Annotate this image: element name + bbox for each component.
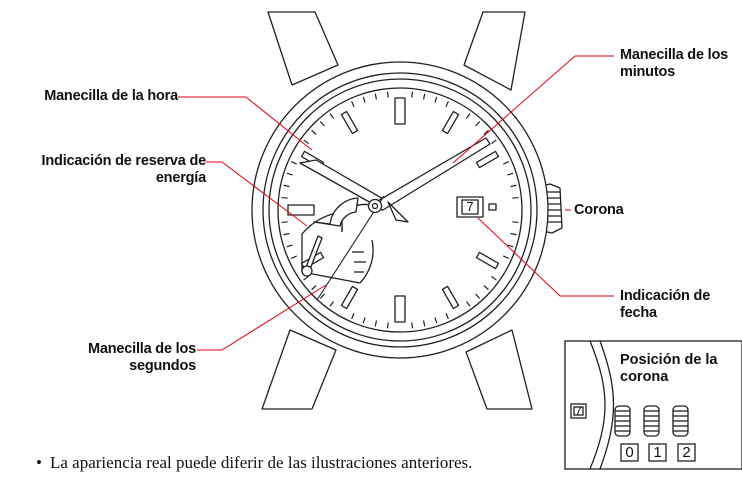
leader-hour-hand [178, 96, 313, 151]
minute-tick [510, 184, 517, 188]
label-date: Indicación de fecha [620, 288, 711, 321]
hour-index [441, 110, 460, 135]
label-minute-hand: Manecilla de los minutos [620, 47, 729, 80]
hour-index [287, 204, 315, 216]
minute-tick [374, 93, 378, 100]
minute-tick [510, 232, 517, 236]
minute-tick [283, 184, 290, 188]
note-text: La apariencia real puede diferir de las … [50, 453, 473, 472]
minute-tick [502, 161, 509, 165]
minute-tick [512, 196, 519, 199]
minute-tick [386, 91, 389, 98]
minute-tick [351, 312, 355, 319]
minute-tick [362, 96, 366, 103]
minute-tick [319, 121, 325, 127]
power-reserve-indicator [301, 197, 383, 284]
leader-second-hand [197, 284, 327, 351]
minute-tick [445, 312, 449, 319]
hour-index [394, 97, 406, 125]
minute-tick [422, 93, 426, 100]
minute-tick [491, 275, 497, 281]
leader-date [477, 217, 614, 297]
minute-tick [291, 161, 298, 165]
disclaimer-note: • La apariencia real puede diferir de la… [36, 452, 516, 491]
hour-index [475, 251, 500, 270]
label-second-hand: Manecilla de los segundos [87, 341, 196, 374]
top-left-lug [267, 11, 339, 86]
minute-tick [374, 320, 378, 327]
second-hand [316, 195, 385, 301]
minute-tick [362, 317, 366, 324]
dial [277, 87, 523, 333]
minute-tick [286, 172, 293, 176]
label-power-reserve: Indicación de reserva de energía [41, 153, 207, 186]
hour-index [441, 285, 460, 310]
minute-tick [283, 232, 290, 236]
label-hour-hand: Manecilla de la hora [44, 88, 178, 104]
minute-tick [483, 129, 489, 135]
dial-date-value: 7 [466, 199, 474, 214]
minute-tick [434, 317, 438, 324]
minute-tick [507, 172, 514, 176]
minute-tick [329, 113, 335, 119]
hour-index [340, 285, 359, 310]
minute-tick [281, 196, 288, 199]
minute-tick [483, 285, 489, 291]
minute-tick [512, 221, 519, 224]
minute-tick [329, 301, 335, 307]
minute-tick [386, 322, 389, 329]
minute-tick [311, 129, 317, 135]
inset-date-value: 7 [575, 404, 582, 418]
bullet: • [36, 453, 42, 472]
bottom-right-lug [465, 329, 533, 410]
minute-tick [303, 275, 309, 281]
crown-position-0: 0 [625, 444, 634, 461]
minute-tick [422, 320, 426, 327]
top-right-lug [463, 11, 526, 91]
minute-tick [507, 244, 514, 248]
crown-position-1: 1 [653, 444, 662, 461]
minute-tick [475, 121, 481, 127]
minute-tick [303, 139, 309, 145]
label-crown: Corona [574, 202, 624, 218]
minute-tick [465, 301, 471, 307]
minute-tick [465, 113, 471, 119]
inset-title: Posición de la corona [620, 352, 718, 385]
minute-track [281, 91, 519, 329]
bottom-left-lug [261, 329, 337, 410]
minute-tick [491, 139, 497, 145]
hour-index [340, 110, 359, 135]
minute-tick [281, 221, 288, 224]
minute-tick [411, 322, 414, 329]
date-window [456, 196, 484, 218]
minute-tick [475, 293, 481, 299]
hour-index [394, 295, 406, 323]
minute-tick [445, 101, 449, 108]
minute-tick [502, 255, 509, 259]
bezel [262, 72, 538, 348]
crown-position-inset [564, 340, 742, 470]
minute-tick [434, 96, 438, 103]
crown-position-2: 2 [682, 444, 691, 461]
minute-tick [319, 293, 325, 299]
minute-tick [351, 101, 355, 108]
leader-power-reserve [206, 161, 308, 227]
minute-tick [411, 91, 414, 98]
watch-case [251, 61, 549, 359]
minute-tick [311, 285, 317, 291]
minute-tick [286, 244, 293, 248]
minute-tick [291, 255, 298, 259]
hour-index [475, 150, 500, 169]
leader-minute-hand [452, 55, 614, 164]
